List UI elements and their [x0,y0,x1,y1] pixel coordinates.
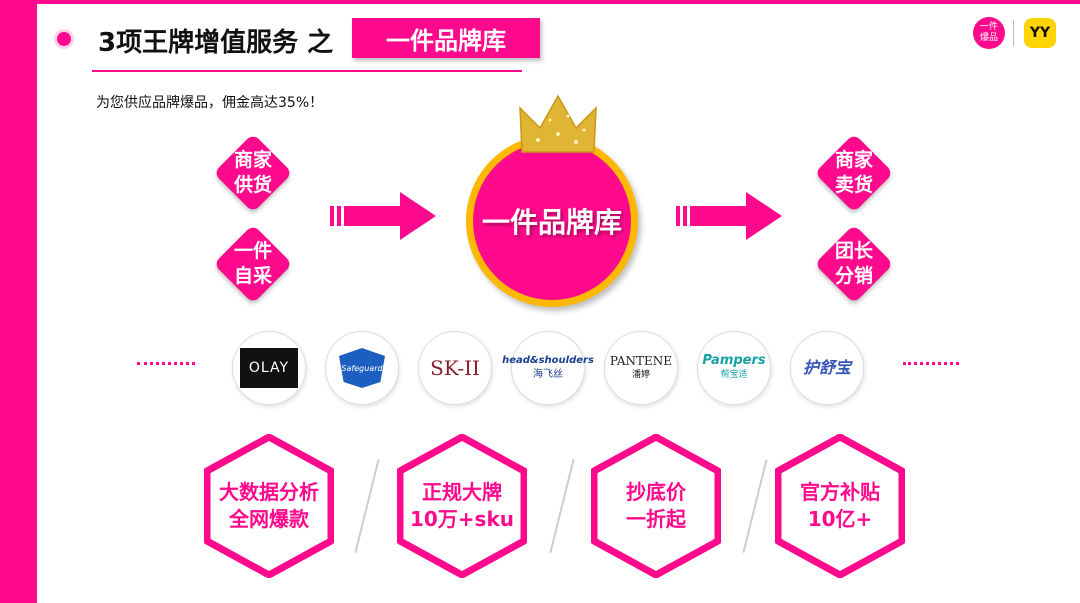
brand-library-circle: 一件品牌库 [466,135,638,307]
dotted-line-left [137,362,195,369]
diamond-text: 团长 [834,240,873,262]
feature-label: 官方补贴 10亿+ [775,434,905,578]
feature-line: 全网爆款 [229,507,309,531]
feature-line: 10万+sku [409,507,515,531]
logo-divider [1013,20,1014,46]
feature-line: 正规大牌 [422,480,502,504]
diamond-text: 商家 [233,149,272,171]
hexagon-icon [775,434,905,578]
brand-head-shoulders-block: head&shoulders 海飞丝 [502,354,594,382]
brand-pampers-sub: 帮宝适 [720,370,748,380]
brand-logo-pampers: Pampers 帮宝适 [697,331,771,405]
feature-label: 正规大牌 10万+sku [397,434,527,578]
yy-logo: YY [1024,18,1056,48]
left-accent-bar [0,0,37,603]
brand-head-shoulders-sub: 海飞丝 [533,369,563,380]
brand-pantene-block: PANTENE 潘婷 [610,354,672,382]
logo-line-1: 一件 [979,22,998,32]
brand-pantene-sub: 潘婷 [631,370,650,380]
brand-library-label: 一件品牌库 [481,206,622,239]
feature-line: 大数据分析 [219,480,319,504]
feature-big-data: 大数据分析 全网爆款 [204,434,334,578]
diamond-label-group-distribution: 团长 分销 [814,234,894,294]
feature-line: 抄底价 [626,480,686,504]
hexagon-icon [204,434,334,578]
hexagon-icon [397,434,527,578]
title-highlight-box: 一件品牌库 [352,18,540,58]
title-underline [92,70,522,72]
page-title: 3项王牌增值服务 之 [98,28,334,58]
brand-logo-pantene: PANTENE 潘婷 [604,331,678,405]
dotted-line-right [903,362,959,369]
diamond-text: 自采 [233,265,272,287]
arrow-right-icon [676,192,782,240]
crown-icon [519,94,597,153]
separator-slash [742,459,768,553]
separator-slash [549,459,575,553]
feature-official-subsidy: 官方补贴 10亿+ [775,434,905,578]
separator-slash [354,459,380,553]
feature-line: 10亿+ [807,507,873,531]
brand-olay-text: OLAY [240,348,298,388]
feature-label: 抄底价 一折起 [591,434,721,578]
diamond-text: 分销 [834,265,873,287]
feature-line: 官方补贴 [800,480,880,504]
brand-pantene-text: PANTENE [609,354,673,368]
top-accent-line [37,0,1080,4]
subtitle: 为您供应品牌爆品，佣金高达35%！ [96,95,324,111]
yijian-logo: 一件 爆品 [973,17,1005,49]
hexagon-icon [591,434,721,578]
diamond-label-self-purchase: 一件 自采 [213,234,293,294]
brand-whisper-text: 护舒宝 [802,358,851,377]
brand-logo-whisper: 护舒宝 [790,331,864,405]
feature-label: 大数据分析 全网爆款 [204,434,334,578]
brand-safeguard-text: Safeguard [339,348,385,388]
brand-skii-text: SK-II [430,356,480,380]
brand-logo-olay: OLAY [232,331,306,405]
feature-low-price: 抄底价 一折起 [591,434,721,578]
brand-pampers-block: Pampers 帮宝适 [702,354,765,382]
brand-logo-head-shoulders: head&shoulders 海飞丝 [502,331,594,405]
feature-official-brands: 正规大牌 10万+sku [397,434,527,578]
brand-head-shoulders-text: head&shoulders [502,355,594,366]
brand-pampers-text: Pampers [702,353,766,368]
logo-line-2: 爆品 [979,33,998,43]
feature-line: 一折起 [626,507,686,531]
brand-logo-skii: SK-II [418,331,492,405]
title-bullet-icon [57,32,71,46]
brand-logo-safeguard: Safeguard [325,331,399,405]
arrow-right-icon [330,192,436,240]
diamond-label-merchant-supply: 商家 供货 [213,143,293,203]
diamond-text: 供货 [233,174,272,196]
diamond-text: 商家 [834,149,873,171]
diamond-text: 卖货 [834,174,873,196]
diamond-text: 一件 [233,240,272,262]
diamond-label-merchant-sell: 商家 卖货 [814,143,894,203]
